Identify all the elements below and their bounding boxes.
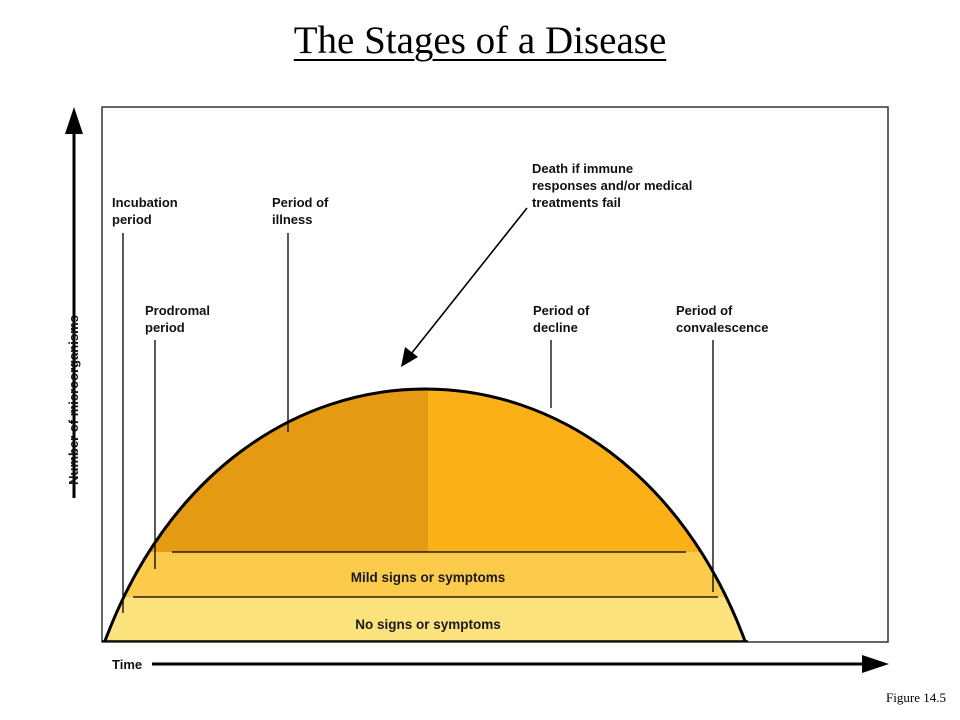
y-axis-label: Number of microorganisms [66,315,81,485]
death-arrow-head [401,347,418,367]
mild-symptoms-band [105,552,745,597]
none-band-label: No signs or symptoms [355,617,501,632]
illness-label: Period of illness [272,195,332,227]
x-axis-arrow-head [862,655,889,673]
mild-band-label: Mild signs or symptoms [351,570,506,585]
decline-label: Period of decline [533,303,593,335]
incubation-label: Incubation period [112,195,181,227]
death-note-label: Death if immune responses and/or medical… [532,161,696,210]
figure-reference: Figure 14.5 [886,690,946,705]
convalescence-label: Period of convalescence [676,303,769,335]
y-axis-arrow-head [65,107,83,134]
page-title: The Stages of a Disease [293,19,667,62]
death-arrow-line [410,207,528,355]
x-axis-label: Time [112,657,142,672]
prodromal-label: Prodromal period [145,303,214,335]
disease-curve [103,387,747,642]
no-symptoms-band [105,597,745,641]
